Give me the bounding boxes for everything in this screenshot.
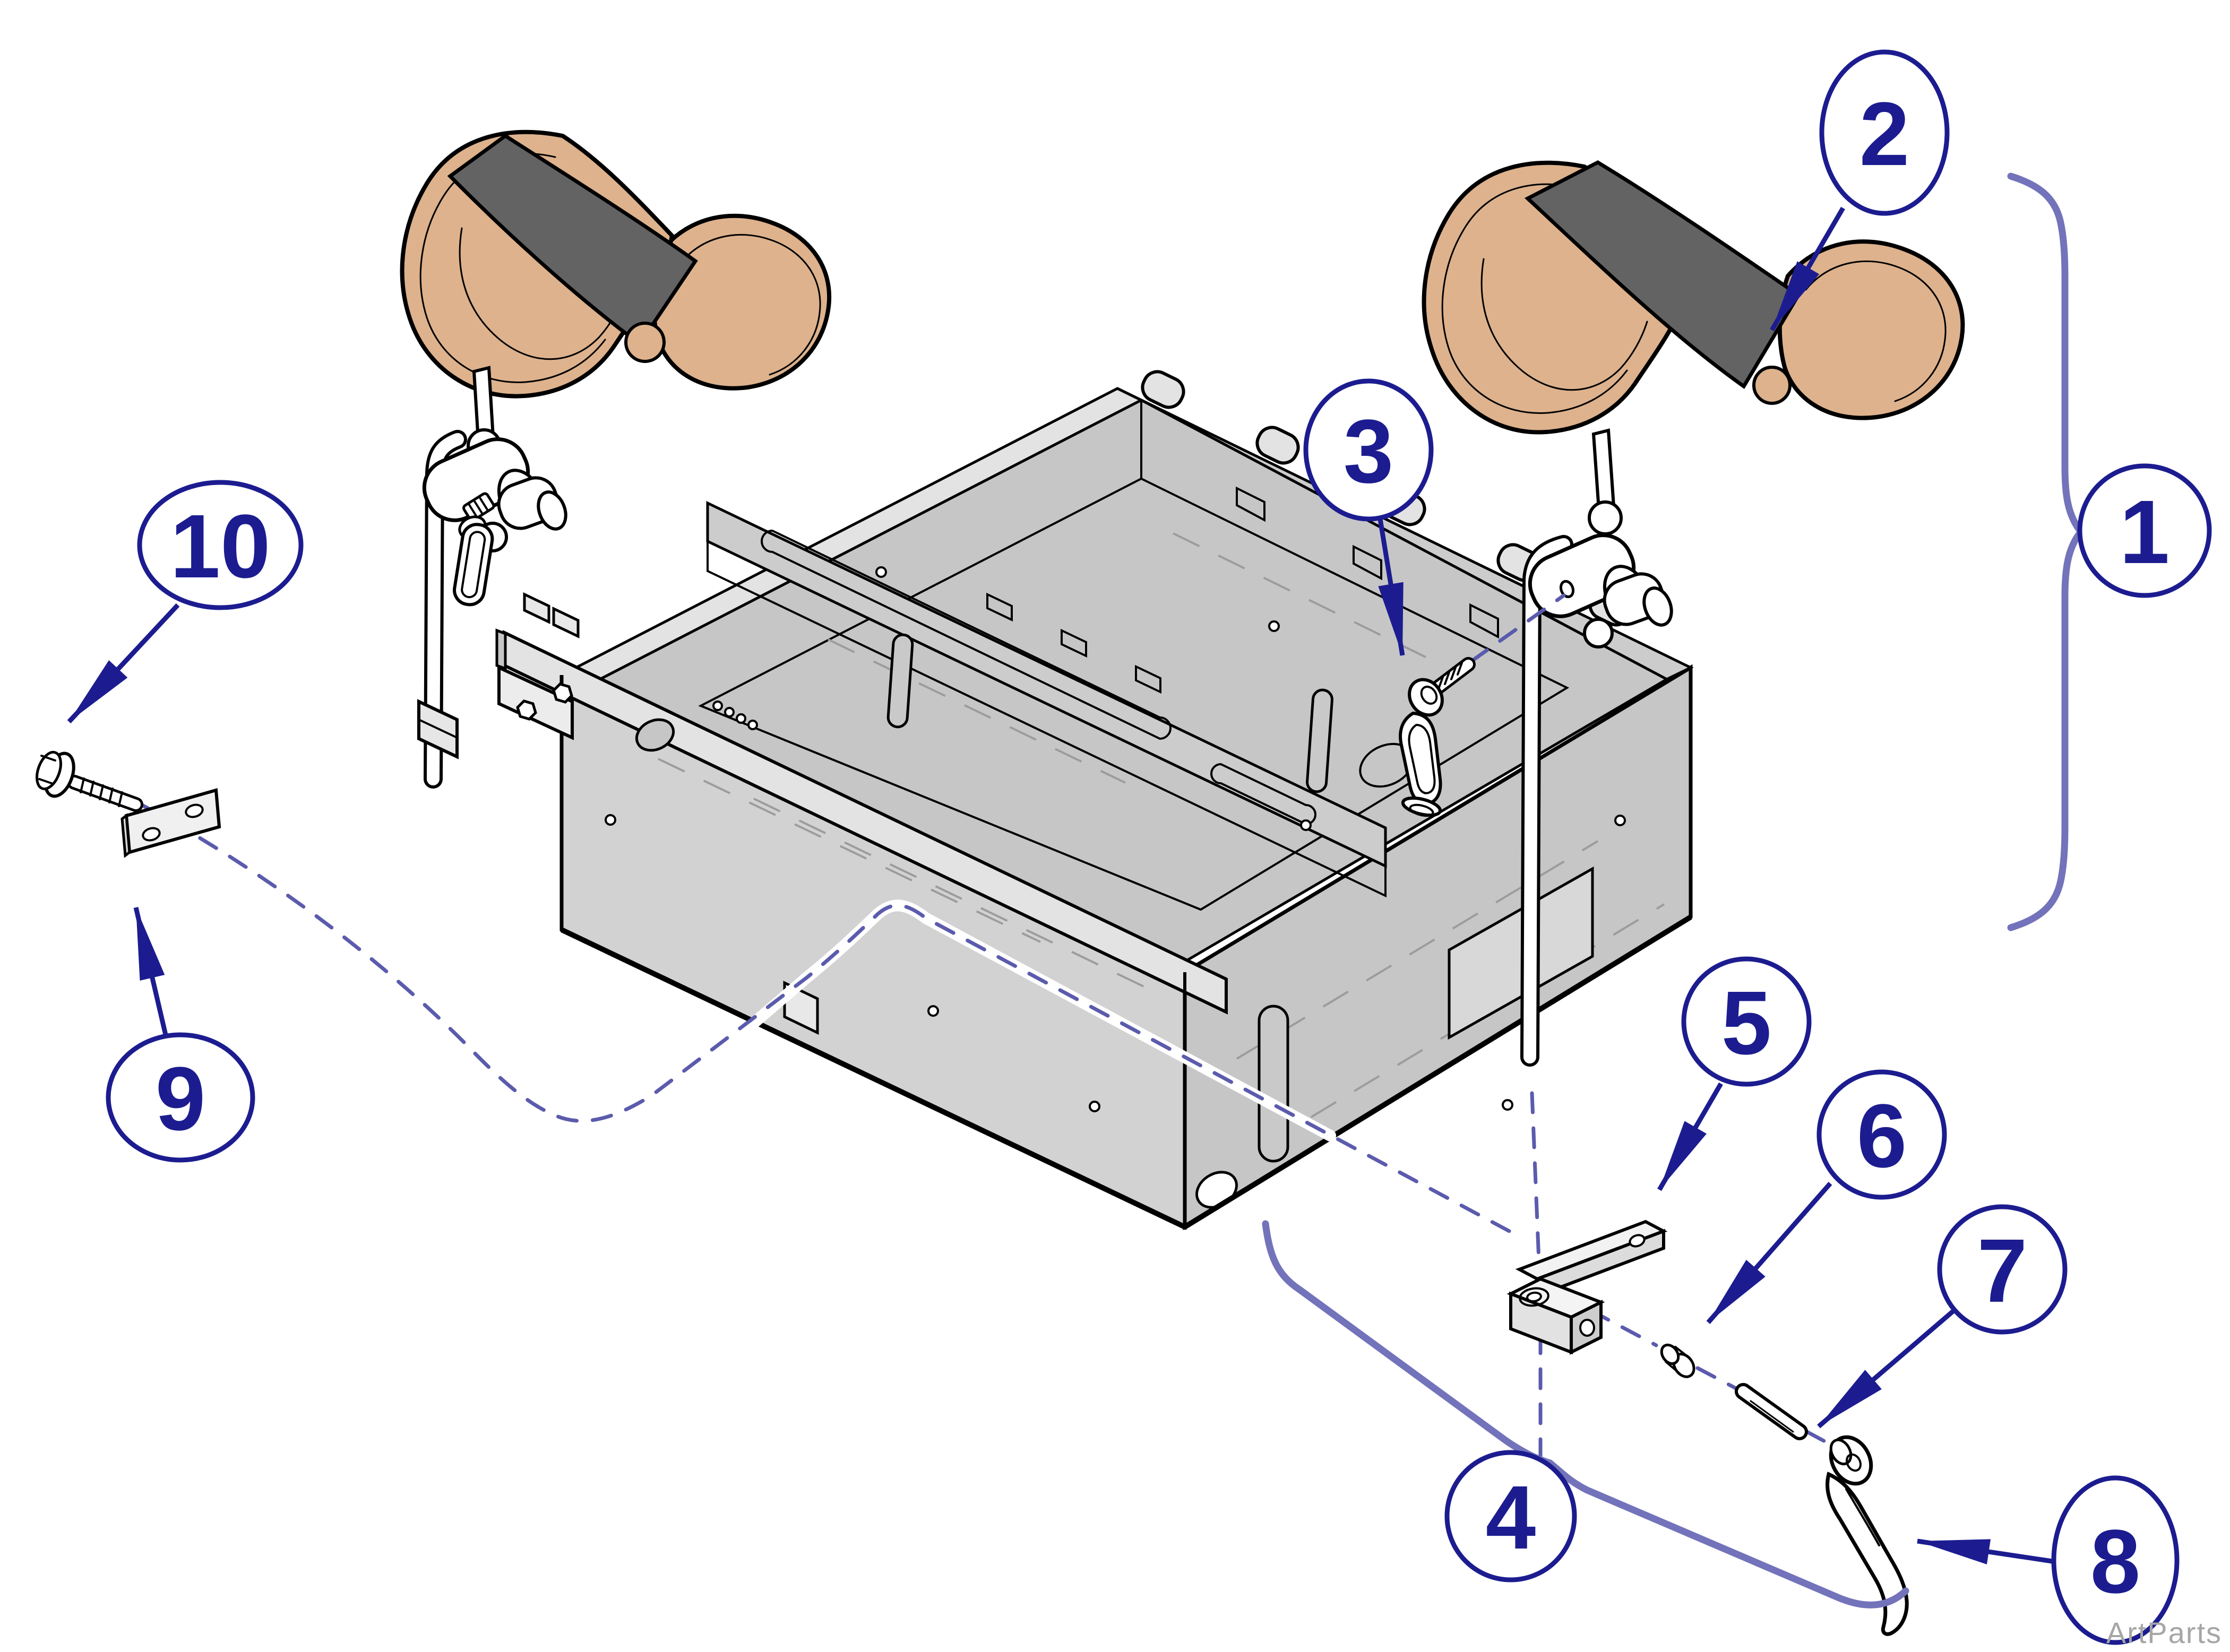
cushion-strap-right [1524, 160, 1801, 390]
cushion-strap-left [447, 133, 698, 347]
right-stirrup-assembly [1422, 160, 1965, 1067]
part-5-clamp-block [1506, 1219, 1668, 1355]
callout-2: 2 [1819, 49, 1950, 216]
callout-4: 4 [1444, 1450, 1577, 1582]
callout-6: 6 [1816, 1069, 1947, 1200]
cushion-right-outer-lobe [1777, 239, 1965, 420]
hex-bolt [516, 699, 537, 721]
part-6-bushing [1660, 1343, 1695, 1378]
interior-slide-channel [706, 501, 1387, 898]
arrow-9 [133, 906, 168, 1036]
knob-right [1642, 586, 1673, 627]
right-face-slot [1258, 1005, 1289, 1163]
left-stirrup-assembly [400, 129, 832, 789]
callout-1: 1 [2077, 463, 2212, 598]
callout-10: 10 [137, 480, 304, 610]
arrow-10 [67, 603, 180, 724]
thumbscrew-left [462, 492, 495, 522]
rim-clip-tabs [523, 592, 580, 638]
callout-7: 7 [1937, 1204, 2068, 1335]
callout-8: 8 [2051, 1475, 2180, 1645]
cushion-right [1422, 160, 1965, 435]
brace-group-4a [1262, 1220, 1554, 1467]
callout-9-label: 9 [156, 1049, 206, 1149]
arrow-5 [1657, 1082, 1723, 1191]
callout-3: 3 [1303, 378, 1434, 522]
callout-6-label: 6 [1857, 1086, 1907, 1187]
tub-slot-right [1306, 688, 1333, 793]
clamp-lever-left [453, 515, 494, 607]
brace-group-4b [1546, 1459, 1909, 1608]
strap-button-right [1752, 366, 1792, 405]
leader-lever3-to-knuckle [1469, 593, 1566, 663]
callout-5: 5 [1681, 956, 1812, 1087]
leader-screw-to-block [137, 801, 1521, 1239]
lever-socket-hole [1559, 580, 1575, 599]
rod-guide-block-left [417, 699, 459, 759]
part-3-clamp-lever [1399, 657, 1476, 817]
part-7-pin [1735, 1383, 1808, 1440]
arrow-3 [1377, 518, 1405, 656]
brace-group-1 [2007, 172, 2086, 931]
left-face-mount-plate [497, 665, 574, 740]
front-mount-rail [495, 628, 1228, 1015]
callout-7-label: 7 [1977, 1221, 2028, 1321]
hex-bolt [552, 682, 573, 704]
cushion-left-outer-lobe [651, 213, 832, 391]
callout-9: 9 [106, 1032, 255, 1163]
post-ball-right [1588, 500, 1623, 535]
part-8-lever-handle [1826, 1435, 1909, 1636]
clamp-knuckle-left [422, 437, 567, 607]
front-face-oval-hole [635, 718, 675, 752]
arrow-2 [1770, 206, 1845, 332]
watermark: ArtParts [2106, 1616, 2222, 1649]
callout-5-label: 5 [1721, 973, 1772, 1074]
part-10-screw [36, 750, 143, 812]
cushion-left [400, 129, 832, 399]
front-face-holes [605, 814, 1100, 1112]
cushion-post-right [1591, 428, 1616, 512]
seat-frame-box [495, 370, 1694, 1231]
tub-slot-left [886, 633, 914, 729]
box-floor [698, 477, 1570, 911]
callout-3-label: 3 [1344, 401, 1394, 502]
hidden-lines [658, 532, 1665, 1118]
arrow-8 [1917, 1538, 2053, 1564]
arrow-7 [1817, 1303, 1961, 1429]
strap-button-left [624, 322, 666, 363]
rail-holes [712, 700, 758, 730]
callout-1-label: 1 [2120, 482, 2170, 583]
callout-8-label: 8 [2090, 1511, 2141, 1612]
arrow-6 [1706, 1182, 1832, 1324]
leader-rod-axis [1530, 1091, 1543, 1461]
callout-4-label: 4 [1486, 1467, 1536, 1568]
inner-wall-holes [1236, 486, 1499, 639]
part-9-plate [120, 788, 221, 858]
clamp-knuckle-right [1528, 533, 1673, 648]
knob-left [537, 490, 567, 531]
callout-arrows [67, 206, 2053, 1564]
callout-10-label: 10 [170, 496, 270, 597]
callout-2-label: 2 [1859, 84, 1910, 185]
right-face-holes [1300, 815, 1626, 1111]
